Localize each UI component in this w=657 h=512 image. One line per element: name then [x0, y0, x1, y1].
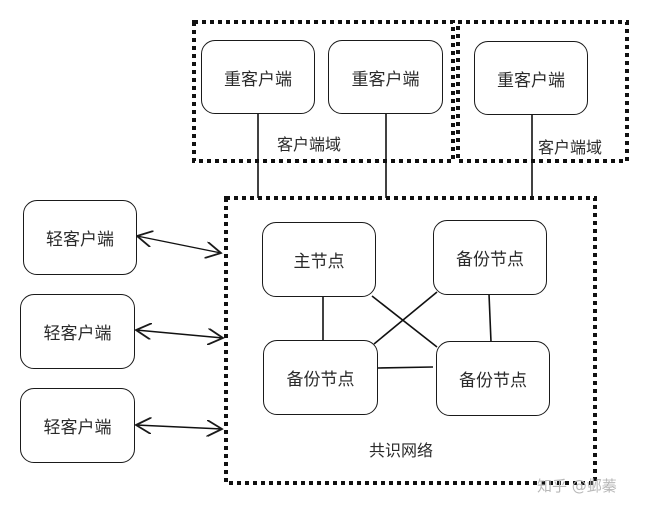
backup-node-box[interactable]: 备份节点: [433, 220, 547, 295]
backup-node-box[interactable]: 备份节点: [263, 340, 378, 415]
node-link-backup-top-backup-right: [488, 293, 492, 343]
heavy-client-box[interactable]: 重客户端: [328, 40, 443, 114]
backup-node-box[interactable]: 备份节点: [436, 341, 550, 416]
light-client-box[interactable]: 轻客户端: [23, 200, 137, 275]
client-domain-label: 客户端域: [538, 138, 603, 157]
light-client-arrow-2: [136, 330, 223, 338]
primary-node-box[interactable]: 主节点: [262, 222, 376, 297]
consensus-network-label: 共识网络: [369, 441, 434, 460]
client-domain-1-boundary: [192, 20, 455, 163]
node-link-backup-top-backup-left: [373, 291, 438, 345]
client-domain-label: 客户端域: [277, 135, 342, 154]
heavy-client-box[interactable]: 重客户端: [474, 41, 588, 115]
heavy-client-box[interactable]: 重客户端: [201, 40, 315, 114]
node-link-main-backup-right: [371, 295, 438, 348]
consensus-network-boundary: [224, 196, 597, 485]
light-client-box[interactable]: 轻客户端: [20, 294, 135, 369]
watermark: 知乎 @邺蓁: [537, 477, 617, 495]
light-client-box[interactable]: 轻客户端: [20, 388, 135, 463]
light-client-arrow-1: [137, 236, 221, 253]
light-client-arrow-3: [136, 425, 222, 429]
client-domain-2-boundary: [456, 20, 629, 163]
node-link-backup-left-backup-right: [377, 366, 434, 369]
